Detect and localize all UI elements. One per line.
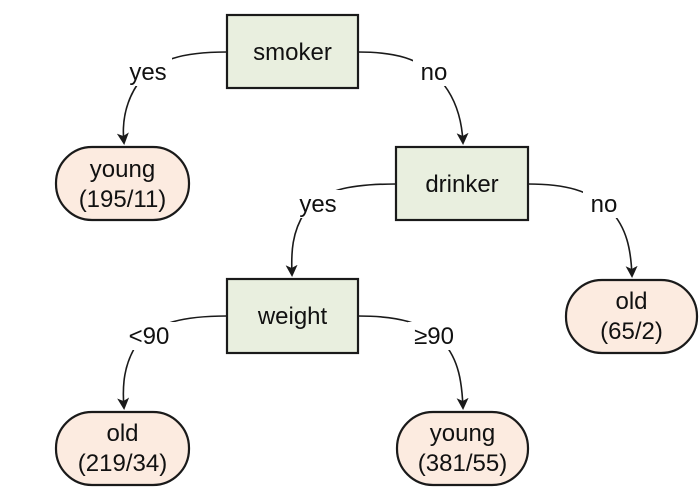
edge-labels: yes no yes no <90 ≥90 (122, 58, 625, 350)
leaf-node-young-2: young (381/55) (395, 410, 530, 487)
leaf-label-young-2: young (430, 420, 495, 447)
decision-label-drinker: drinker (425, 171, 498, 198)
leaf-counts-young-1: (195/11) (79, 186, 167, 213)
decision-label-smoker: smoker (253, 39, 332, 66)
leaf-counts-old-2: (219/34) (78, 450, 167, 477)
leaf-counts-young-2: (381/55) (418, 450, 507, 477)
leaf-box-young-2 (395, 410, 530, 487)
decision-box-drinker (394, 145, 530, 222)
leaf-label-old-2: old (106, 420, 138, 447)
leaf-node-old-1: old (65/2) (564, 278, 699, 355)
decision-node-drinker: drinker (394, 145, 530, 222)
edge-label-drinker-yes: yes (299, 191, 336, 218)
decision-box-smoker (225, 13, 360, 90)
edge-label-smoker-no: no (421, 59, 448, 86)
decision-label-weight: weight (257, 303, 328, 330)
leaf-node-old-2: old (219/34) (54, 410, 191, 487)
leaf-box-old-1 (564, 278, 699, 355)
leaf-label-young-1: young (90, 156, 155, 183)
leaf-node-young-1: young (195/11) (54, 145, 191, 222)
leaf-box-young-1 (54, 145, 191, 222)
edge-label-drinker-no: no (591, 191, 618, 218)
decision-box-weight (225, 277, 360, 355)
edge-label-weight-ge90: ≥90 (414, 323, 454, 350)
edge-label-smoker-yes: yes (129, 59, 166, 86)
leaf-counts-old-1: (65/2) (600, 318, 663, 345)
decision-node-weight: weight (225, 277, 360, 355)
edge-label-weight-lt90: <90 (129, 323, 170, 350)
decision-node-smoker: smoker (225, 13, 360, 90)
leaf-label-old-1: old (615, 288, 647, 315)
leaf-box-old-2 (54, 410, 191, 487)
edges (116, 51, 638, 410)
